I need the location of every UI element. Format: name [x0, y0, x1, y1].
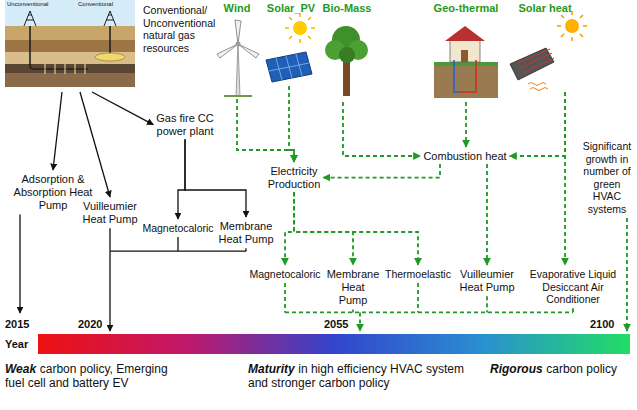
- year-label: 2100: [590, 318, 622, 331]
- flow-arrow: [237, 99, 294, 162]
- technology-item: Evaporative Liquid Desiccant Air Conditi…: [518, 268, 628, 306]
- flow-arrow: [294, 192, 418, 265]
- energy-source: Bio-Mass: [318, 2, 376, 100]
- bracket-line: [352, 309, 354, 312]
- node-text: Electricity Production: [268, 165, 321, 190]
- flow-arrow: [294, 192, 353, 265]
- bracket-line: [109, 228, 110, 251]
- node-text: Solar_PV: [267, 2, 315, 14]
- illustration-label: Unconventional: [7, 1, 67, 8]
- solar-heat-icon: [510, 11, 587, 91]
- node-text: Gas fire CC power plant: [156, 112, 213, 137]
- label-text: carbon policy: [546, 362, 617, 376]
- bracket-line: [417, 283, 419, 312]
- node-text: Combustion heat: [423, 150, 506, 162]
- timeline-arrow: [109, 251, 110, 331]
- node-text: Geo-thermal: [434, 2, 499, 14]
- node-text: Solar heat: [518, 2, 571, 14]
- wind-turbine-icon: [217, 20, 259, 96]
- node-text: Magnetocaloric: [249, 268, 320, 280]
- flow-arrow: [285, 192, 294, 265]
- geothermal-house-icon: [434, 26, 498, 98]
- node-text: Wind: [224, 2, 251, 14]
- timeline-leaders: [20, 214, 627, 331]
- node-text: Bio-Mass: [323, 2, 372, 14]
- process-step: Combustion heat: [420, 150, 510, 163]
- flow-arrow: [564, 92, 566, 265]
- node-text: Conventional/ Unconventional natural gas…: [143, 4, 215, 54]
- connectors: [53, 86, 565, 265]
- flow-arrow: [178, 139, 185, 219]
- flow-arrow: [486, 164, 488, 265]
- technology-item: Vuilleumier Heat Pump: [80, 200, 140, 226]
- technology-item: Membrane Heat Pump: [218, 220, 274, 246]
- energy-source: Wind: [210, 2, 264, 97]
- solar-pv-icon: [266, 13, 315, 82]
- label-text: 2020: [78, 318, 102, 330]
- process-step: Electricity Production: [258, 165, 330, 191]
- label-text: Year: [5, 338, 28, 350]
- bracket-line: [285, 311, 573, 313]
- node-text: Thermoelastic: [385, 268, 451, 280]
- timeline-arrow: [19, 214, 20, 313]
- node-text: Vuilleumier Heat Pump: [82, 200, 137, 225]
- label-text: Weak: [5, 362, 36, 376]
- year-label: 2015: [5, 318, 37, 331]
- node-text: Magnetocaloric: [142, 222, 213, 234]
- flow-arrow: [323, 164, 440, 178]
- flow-arrow: [289, 86, 294, 162]
- label-text: Maturity: [248, 362, 295, 376]
- node-text: Membrane Heat Pump: [327, 268, 380, 306]
- label-text: 2100: [590, 318, 614, 330]
- label-text: 2055: [324, 318, 348, 330]
- energy-source: Solar heat: [505, 2, 585, 90]
- power-plant: Gas fire CC power plant: [150, 112, 220, 138]
- timeline-arrow: [359, 312, 361, 331]
- energy-source: Solar_PV: [264, 2, 318, 84]
- energy-source: Geo-thermal: [430, 2, 502, 100]
- technology-item: Magnetocaloric: [138, 222, 218, 235]
- flow-arrow: [510, 92, 565, 156]
- timeline-arrow: [626, 218, 628, 331]
- era-note: Maturityin high efficiency HVAC system a…: [248, 362, 483, 391]
- node-text: Membrane Heat Pump: [218, 220, 273, 245]
- axis-label: Year: [5, 338, 37, 351]
- year-label: 2020: [78, 318, 108, 331]
- technology-item: Magnetocaloric: [246, 268, 324, 281]
- flow-arrow: [80, 92, 110, 197]
- flow-arrow: [343, 102, 420, 156]
- gas-field-illustration: [5, 0, 135, 87]
- label-text: 2015: [5, 318, 29, 330]
- flow-arrow: [465, 102, 467, 147]
- illustration-label: Conventional: [78, 1, 134, 8]
- year-label: 2055: [324, 318, 356, 331]
- label-text: Conventional: [78, 1, 113, 7]
- label-text: Unconventional: [7, 1, 48, 7]
- node-text: Adsorption & Absorption Heat Pump: [14, 173, 93, 211]
- bracket-line: [110, 251, 246, 252]
- flow-arrow: [53, 92, 62, 170]
- flow-arrow: [92, 92, 153, 125]
- bracket-line: [284, 283, 286, 312]
- technology-item: Thermoelastic: [382, 268, 454, 281]
- node-text: Vuilleumier Heat Pump: [459, 268, 514, 293]
- resource-illustration: Conventional/ Unconventional natural gas…: [5, 0, 221, 90]
- label-text: Rigorous: [490, 362, 543, 376]
- bracket-line: [177, 237, 178, 251]
- node-text: Evaporative Liquid Desiccant Air Conditi…: [530, 268, 616, 305]
- trend-note: Significant growth in number of green HV…: [580, 140, 634, 216]
- technology-item: Membrane Heat Pump: [326, 268, 380, 308]
- era-note: Rigorouscarbon policy: [490, 362, 630, 376]
- timeline-bar: [38, 334, 630, 354]
- technology-item: Vuilleumier Heat Pump: [457, 268, 517, 294]
- era-note: Weakcarbon policy, Emerging fuel cell an…: [5, 362, 190, 391]
- biomass-tree-icon: [325, 26, 368, 96]
- bracket-line: [486, 296, 488, 312]
- node-text: Significant growth in number of green HV…: [583, 140, 631, 215]
